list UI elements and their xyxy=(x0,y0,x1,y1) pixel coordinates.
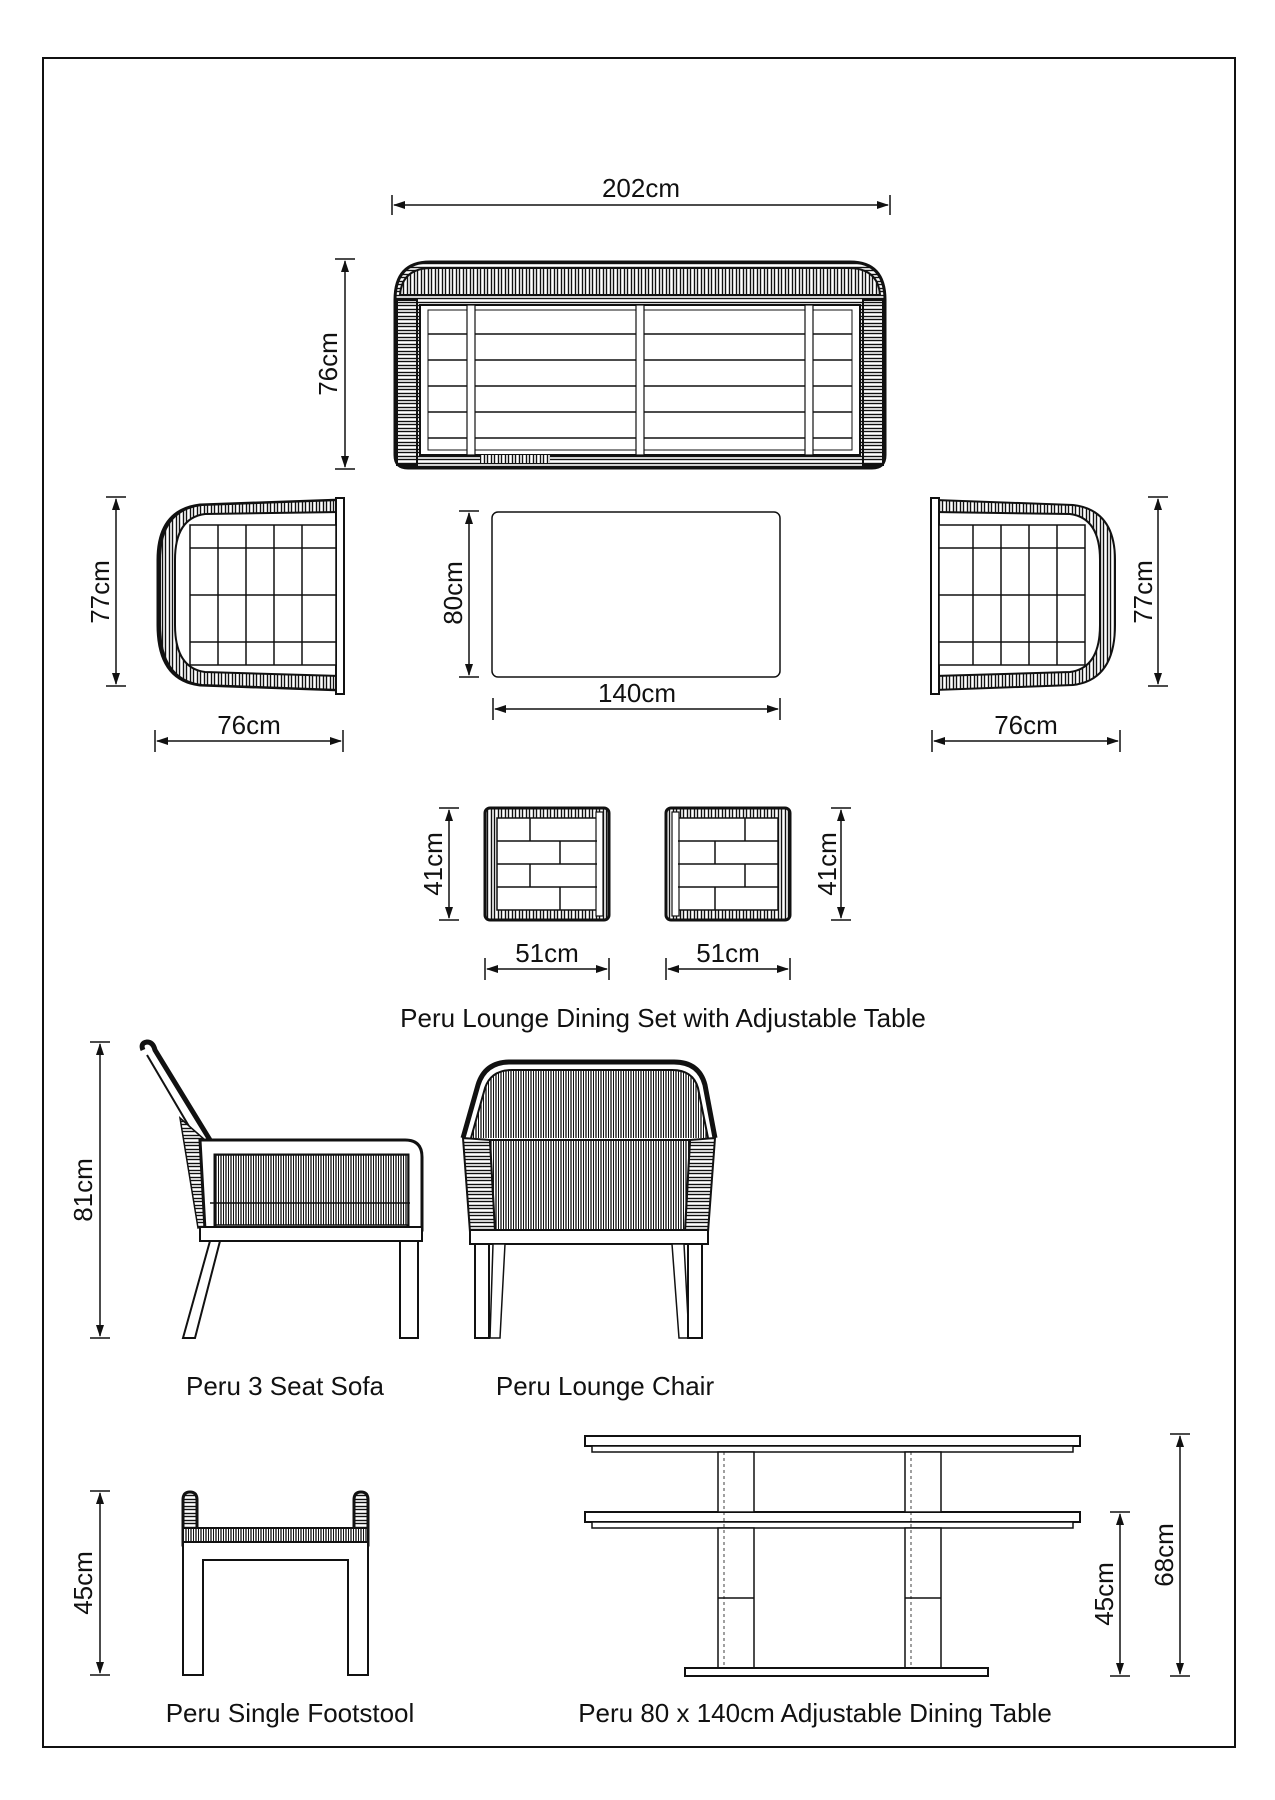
chair-left-top-view xyxy=(156,497,345,695)
dim-label-chair-right-width: 76cm xyxy=(994,710,1058,740)
dim-chair-right-depth: 77cm xyxy=(1128,496,1168,687)
stool-right-top-view xyxy=(664,806,792,922)
caption-table: Peru 80 x 140cm Adjustable Dining Table xyxy=(578,1698,1052,1728)
dim-label-table-width: 140cm xyxy=(598,678,676,708)
dim-stool-left-depth: 41cm xyxy=(418,807,459,921)
dim-label-chair-right-depth: 77cm xyxy=(1128,560,1158,624)
dim-stool-right-width: 51cm xyxy=(665,938,791,980)
sofa-side-view xyxy=(139,1039,424,1339)
dim-label-table-high-height: 68cm xyxy=(1149,1523,1179,1587)
dim-label-table-depth: 80cm xyxy=(438,561,468,625)
caption-chair: Peru Lounge Chair xyxy=(496,1371,715,1401)
dim-chair-right-width: 76cm xyxy=(931,710,1121,752)
dim-label-sofa-width: 202cm xyxy=(602,173,680,203)
footstool-side-view xyxy=(181,1490,370,1676)
dim-table-high-height: 68cm xyxy=(1149,1433,1190,1677)
sofa-top-view xyxy=(393,260,887,470)
caption-footstool: Peru Single Footstool xyxy=(166,1698,415,1728)
dim-table-low-height: 45cm xyxy=(1089,1511,1130,1677)
dim-sofa-width: 202cm xyxy=(391,173,891,215)
dim-label-stool-left-width: 51cm xyxy=(515,938,579,968)
dim-table-width: 140cm xyxy=(492,678,781,720)
dim-stool-right-depth: 41cm xyxy=(812,807,851,921)
chair-front-view xyxy=(460,1059,718,1339)
chair-right-top-view xyxy=(930,497,1116,695)
dim-stool-left-width: 51cm xyxy=(484,938,610,980)
dim-chair-left-depth: 77cm xyxy=(85,496,126,687)
dim-label-sofa-height: 81cm xyxy=(68,1158,98,1222)
caption-sofa: Peru 3 Seat Sofa xyxy=(186,1371,385,1401)
dim-label-stool-left-depth: 41cm xyxy=(418,832,448,896)
dim-label-stool-right-depth: 41cm xyxy=(812,832,842,896)
caption-set-title: Peru Lounge Dining Set with Adjustable T… xyxy=(400,1003,926,1033)
dim-label-chair-left-width: 76cm xyxy=(217,710,281,740)
dim-footstool-height: 45cm xyxy=(68,1490,110,1676)
coffee-table-top-view xyxy=(491,511,781,678)
dim-label-footstool-height: 45cm xyxy=(68,1551,98,1615)
dim-table-depth: 80cm xyxy=(438,510,479,678)
dim-label-stool-right-width: 51cm xyxy=(696,938,760,968)
stool-left-top-view xyxy=(483,806,611,922)
dim-label-table-low-height: 45cm xyxy=(1089,1562,1119,1626)
dim-label-sofa-depth: 76cm xyxy=(313,332,343,396)
dining-table-side-view xyxy=(584,1435,1081,1677)
dim-sofa-height: 81cm xyxy=(68,1041,110,1339)
dim-label-chair-left-depth: 77cm xyxy=(85,560,115,624)
dim-chair-left-width: 76cm xyxy=(154,710,344,752)
sheet-border xyxy=(42,57,1236,1748)
dim-sofa-depth: 76cm xyxy=(313,258,355,470)
